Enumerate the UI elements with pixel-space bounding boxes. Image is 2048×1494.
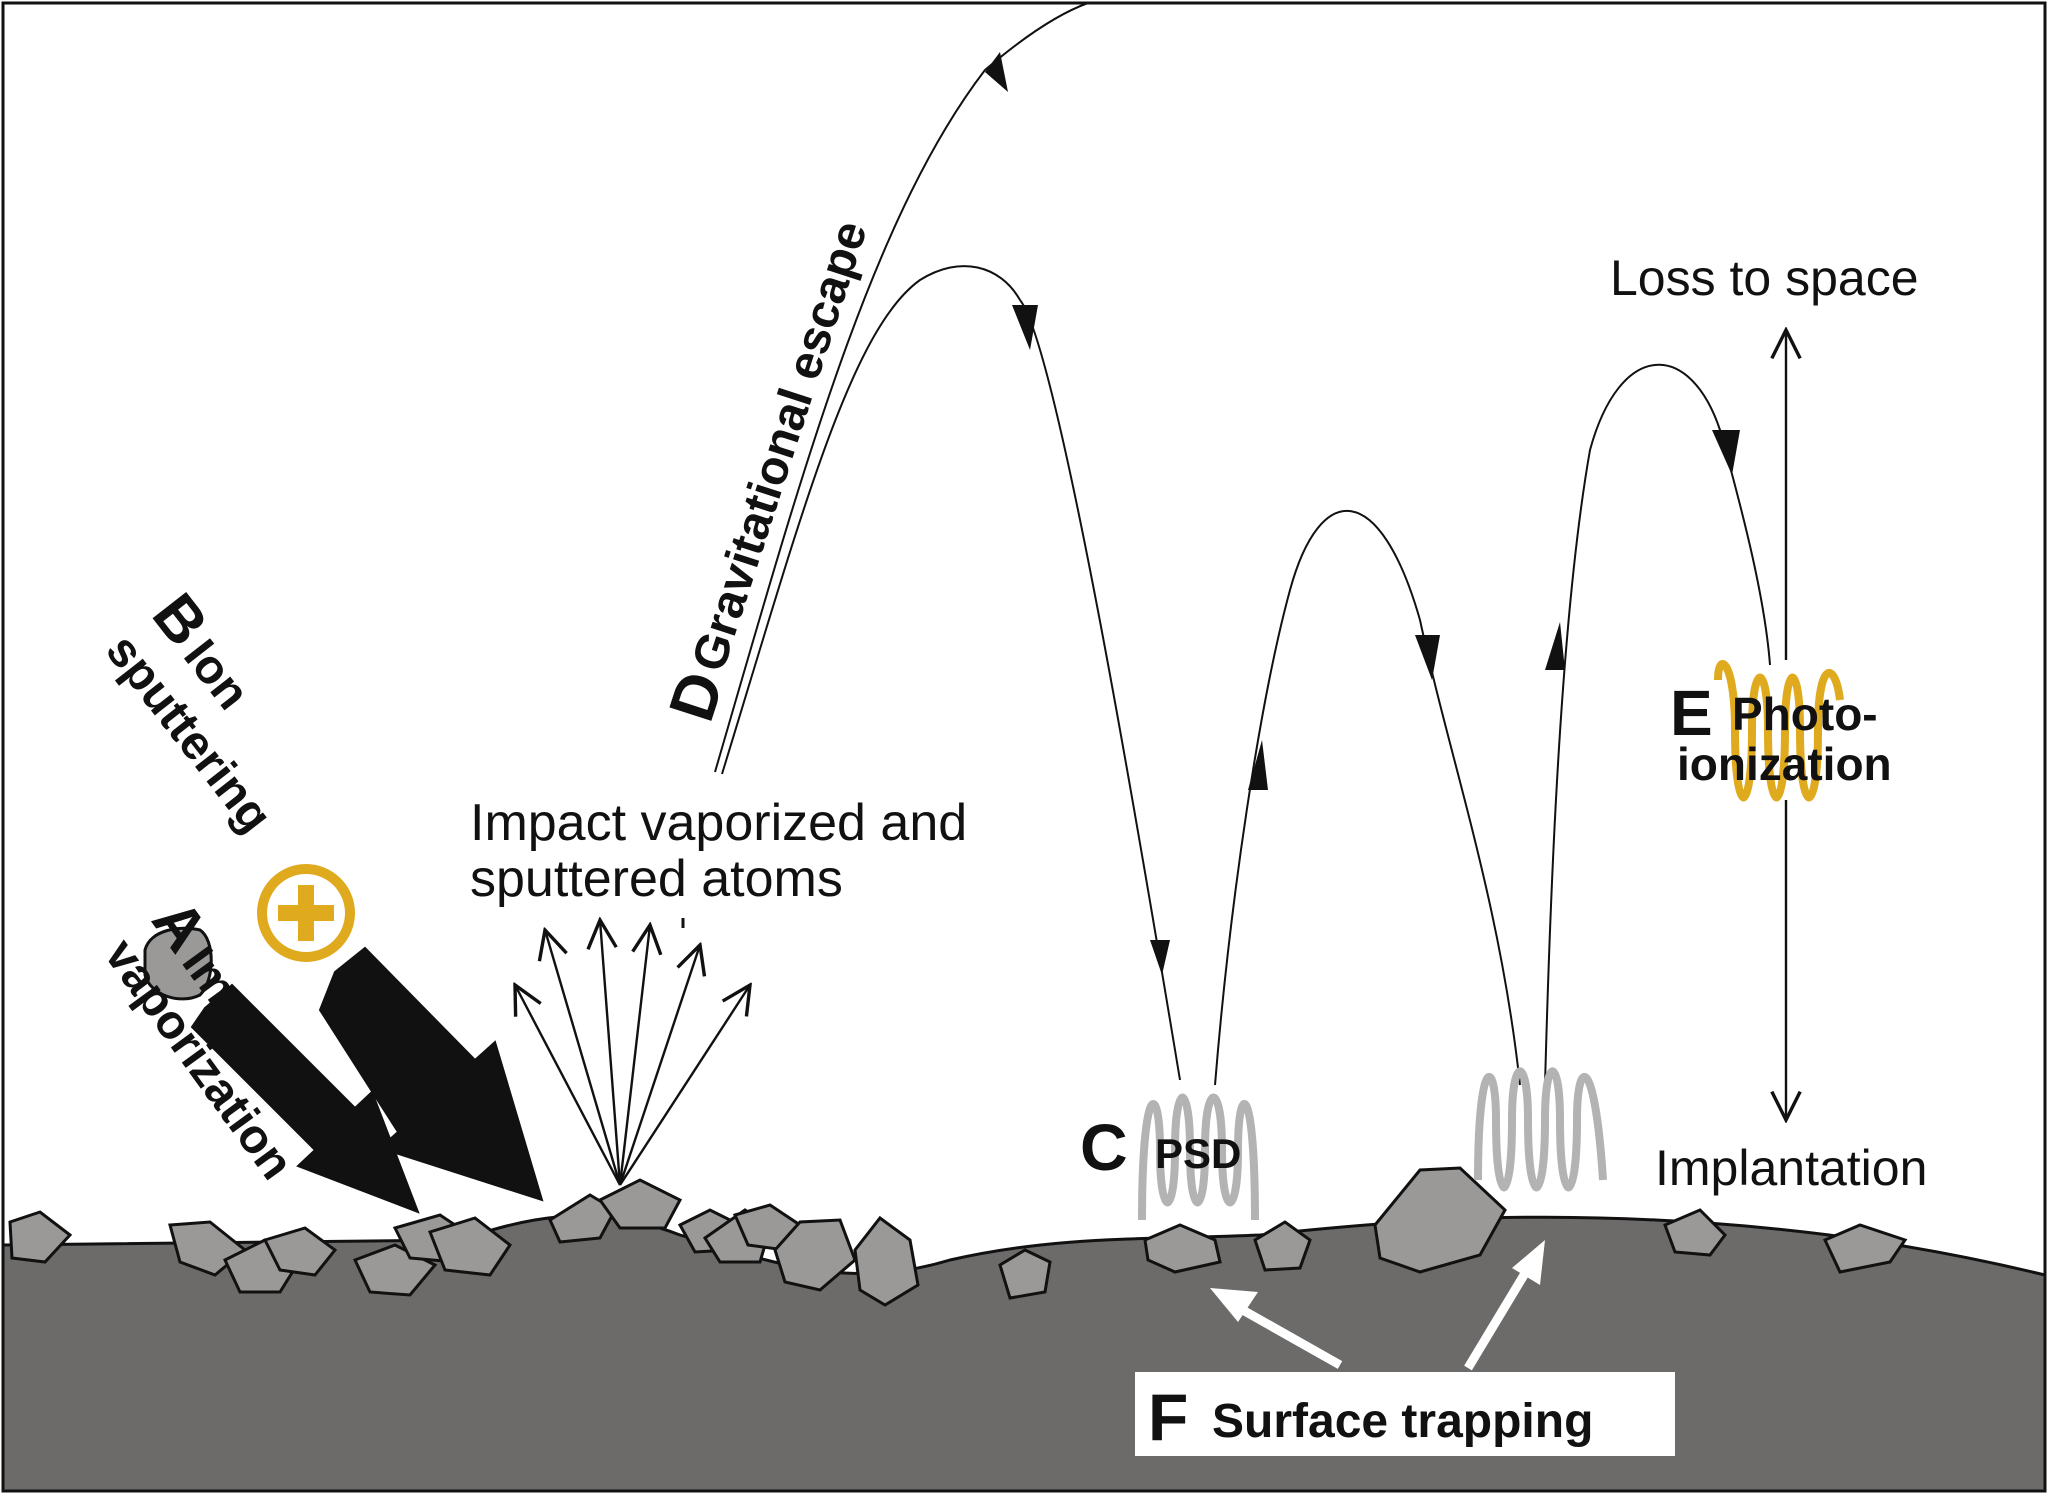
label-e-letter: E: [1670, 677, 1713, 749]
loss-to-space-label: Loss to space: [1610, 250, 1919, 306]
psd-photon-wave-icon: [1138, 1067, 1607, 1221]
ion-plus-icon: [257, 864, 355, 962]
sputtered-atom-arrows: [515, 920, 750, 1186]
hop-trajectories: [1019, 299, 1771, 1086]
meteoroid-icon: [143, 926, 213, 1001]
escape-trajectory: [714, 2, 1089, 775]
implantation-label: Implantation: [1655, 1140, 1927, 1196]
trajectory-arrowheads: [1012, 305, 1740, 975]
photon-wave-icon: [1714, 660, 1844, 802]
impact-atoms-label-2: sputtered atoms: [470, 850, 843, 908]
impact-arrows: [190, 946, 544, 1214]
label-e-text-2: ionization: [1677, 738, 1892, 790]
label-f-letter: F: [1148, 1380, 1188, 1454]
surface-trapping-label-box: [1135, 1372, 1675, 1456]
regolith-grains: [8, 1166, 1908, 1307]
surface-trapping-arrows: [1210, 1240, 1545, 1371]
escape-arrowhead: [985, 52, 1008, 92]
label-f-text: Surface trapping: [1212, 1395, 1593, 1448]
label-e-text-1: Photo-: [1732, 688, 1878, 740]
label-c-text: PSD: [1155, 1130, 1241, 1177]
label-c-letter: C: [1080, 1110, 1128, 1184]
impact-atoms-label-1: Impact vaporized and: [470, 794, 967, 852]
